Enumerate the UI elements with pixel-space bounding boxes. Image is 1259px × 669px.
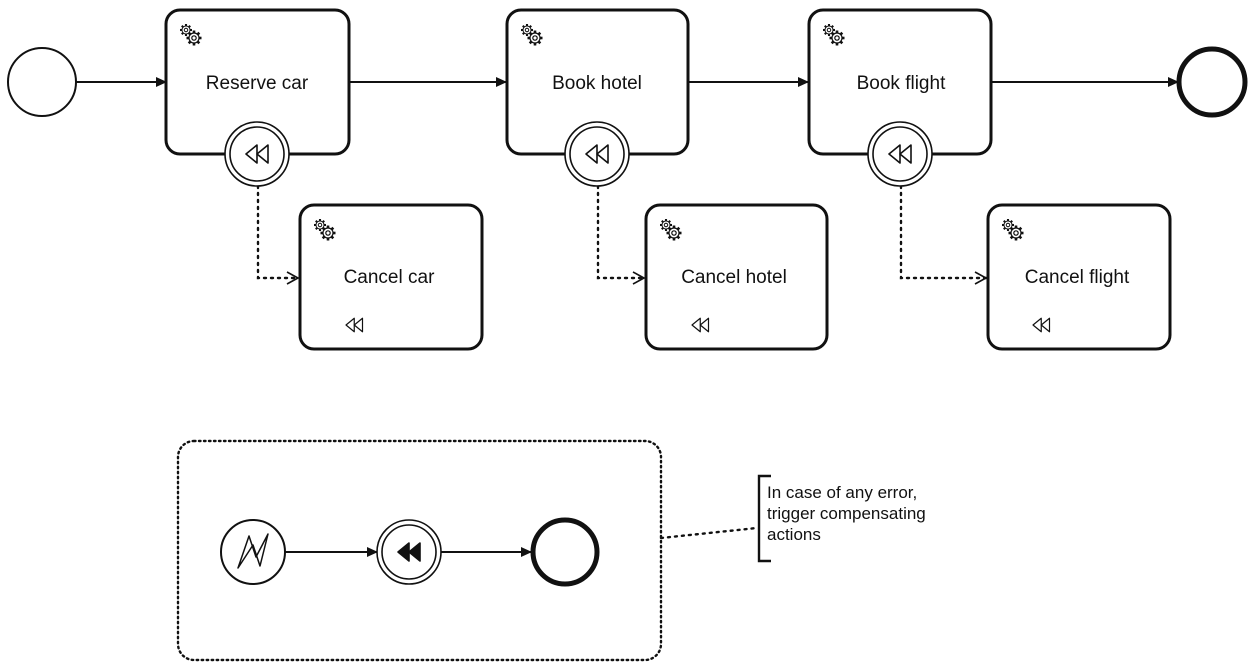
compensation-boundary-event[interactable] xyxy=(564,121,630,187)
text-annotation[interactable]: In case of any error, trigger compensati… xyxy=(767,483,926,544)
task-label: Book hotel xyxy=(552,73,642,94)
end-event[interactable] xyxy=(1176,46,1248,118)
error-icon xyxy=(237,533,269,569)
start-event[interactable] xyxy=(7,47,77,117)
compensation-boundary-event[interactable] xyxy=(224,121,290,187)
compensation-task-cancel-car[interactable]: Cancel car xyxy=(298,203,484,351)
compensation-association[interactable] xyxy=(256,184,300,285)
annotation-association[interactable] xyxy=(659,526,759,540)
compensation-task-cancel-hotel[interactable]: Cancel hotel xyxy=(644,203,829,351)
compensation-throw-event[interactable] xyxy=(376,519,442,585)
error-start-event[interactable] xyxy=(220,519,286,585)
task-reserve-car[interactable]: Reserve car xyxy=(164,8,351,156)
end-event[interactable] xyxy=(530,517,600,587)
task-book-hotel[interactable]: Book hotel xyxy=(505,8,690,156)
task-label: Cancel flight xyxy=(1025,267,1130,288)
compensation-association[interactable] xyxy=(899,184,988,285)
task-label: Cancel car xyxy=(344,267,435,288)
event-subprocess[interactable] xyxy=(176,439,663,662)
task-label: Reserve car xyxy=(206,73,309,94)
text-annotation-bracket xyxy=(757,474,771,563)
annotation-line: actions xyxy=(767,525,821,544)
compensation-association[interactable] xyxy=(596,184,646,285)
task-label: Cancel hotel xyxy=(681,267,787,288)
compensation-boundary-event[interactable] xyxy=(867,121,933,187)
compensation-task-cancel-flight[interactable]: Cancel flight xyxy=(986,203,1172,351)
task-label: Book flight xyxy=(857,73,946,94)
annotation-line: trigger compensating xyxy=(767,504,926,523)
annotation-line: In case of any error, xyxy=(767,483,917,502)
